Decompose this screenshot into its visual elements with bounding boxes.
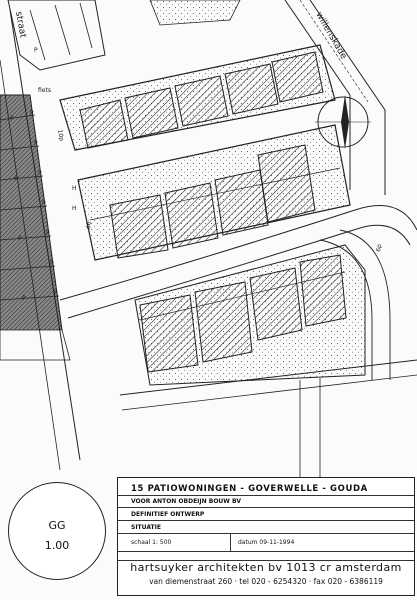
- date-text: datum 09-11-1994: [238, 539, 295, 546]
- architect-address: van diemenstraat 260 · tel 020 - 6254320…: [149, 577, 383, 586]
- capacity-label: 6p: [375, 243, 383, 252]
- capacity-label: 9p: [84, 221, 92, 230]
- misc-labels: fiets 10p H H 9p 6p: [38, 87, 383, 252]
- scale-date-row: schaal 1: 500 datum 09-11-1994: [118, 534, 414, 552]
- existing-housing-top: [7, 0, 241, 71]
- sheet-code: GG: [48, 519, 66, 532]
- parking-mark: P: [10, 115, 14, 122]
- title-block: 15 PATIOWONINGEN - GOVERWELLE - GOUDA VO…: [117, 477, 415, 596]
- parking-mark: P: [46, 230, 50, 237]
- drawing-type: SITUATIE: [118, 521, 414, 534]
- design-phase: DEFINITIEF ONTWERP: [118, 508, 414, 521]
- capacity-label: 10p: [56, 129, 65, 142]
- sheet-code-circle: GG 1.00: [8, 482, 106, 580]
- parking-mark: P: [30, 110, 34, 117]
- parking-mark: P: [50, 260, 54, 267]
- north-arrow: [315, 95, 371, 149]
- parking-mark: P: [34, 140, 38, 147]
- existing-housing-left: [0, 94, 71, 361]
- client-line: VOOR ANTON OBDEIJN BOUW BV: [118, 496, 414, 508]
- blank-row: [118, 551, 414, 561]
- parking-mark: P: [34, 47, 38, 54]
- divider: [230, 534, 231, 551]
- parking-mark: P: [42, 200, 46, 207]
- patio-block-north: [59, 44, 336, 151]
- patio-block-middle: [77, 124, 351, 261]
- parking-mark: P: [18, 235, 22, 242]
- sheet-number: 1.00: [44, 539, 70, 552]
- patio-block-south: [139, 254, 347, 373]
- architect-firm: hartsuyker architekten bv 1013 cr amster…: [130, 561, 402, 574]
- project-title: 15 PATIOWONINGEN - GOVERWELLE - GOUDA: [118, 478, 414, 496]
- bicycle-label: fiets: [38, 87, 51, 94]
- marker-label: H: [72, 205, 77, 212]
- street-label-left: straat: [13, 11, 28, 39]
- parking-mark: P: [22, 295, 26, 302]
- parking-mark: P: [54, 290, 58, 297]
- marker-label: H: [72, 185, 77, 192]
- parking-mark: P: [38, 170, 42, 177]
- parking-marks: P P P P P P P P P P P P: [10, 47, 58, 302]
- scale-text: schaal 1: 500: [131, 539, 172, 546]
- site-plan: straat willenskade P P P P P P P P P P P…: [0, 0, 417, 478]
- parking-mark: P: [14, 175, 18, 182]
